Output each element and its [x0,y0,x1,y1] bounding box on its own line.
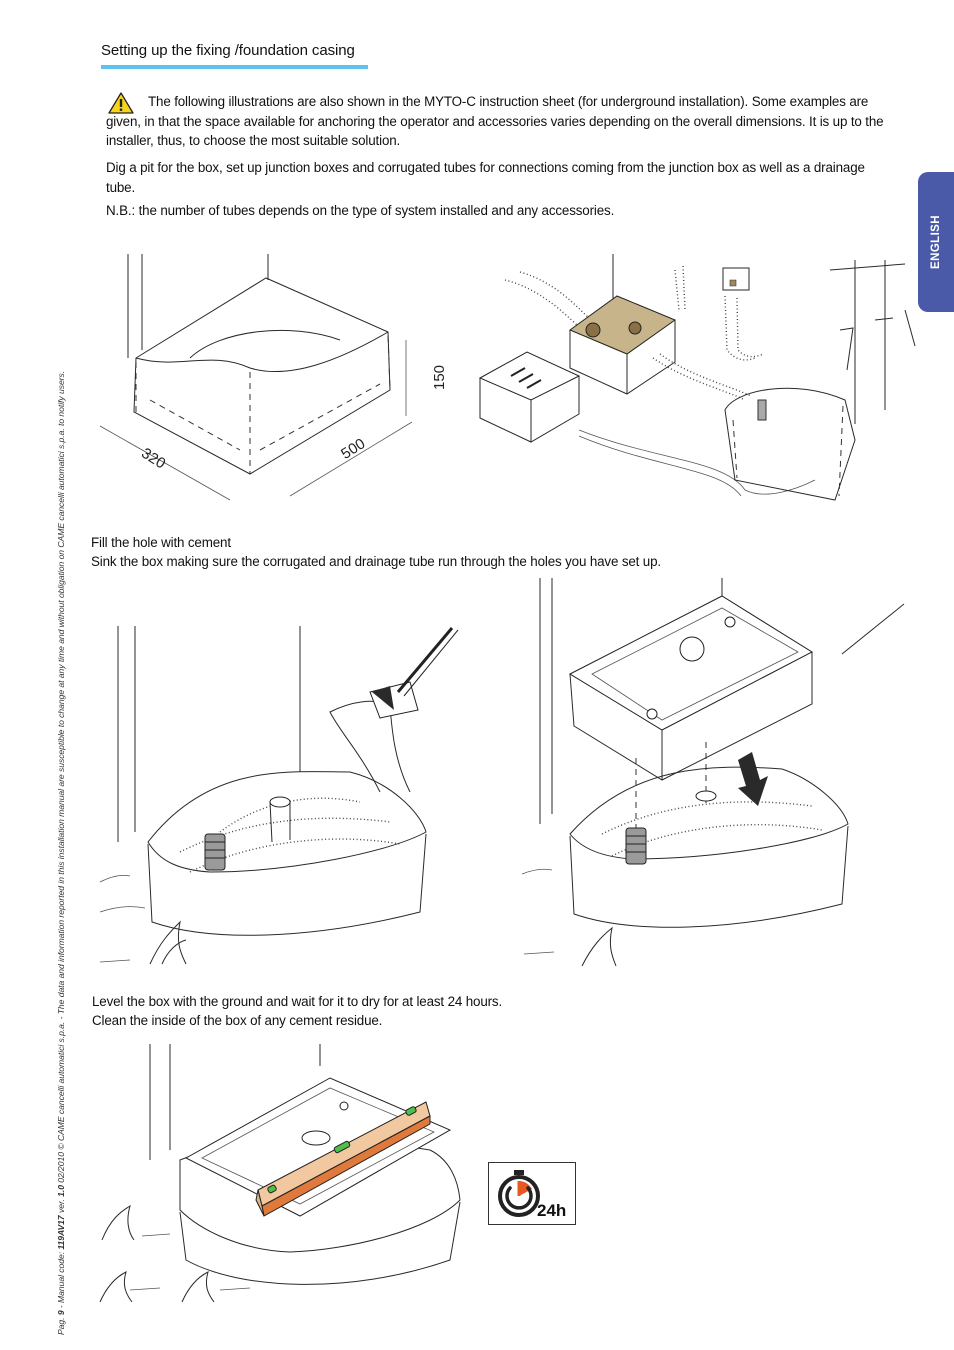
caption-level-box: Level the box with the ground and wait f… [92,994,503,1009]
drain-spring-icon [204,833,226,871]
junction-boxes-illustration [478,254,916,501]
drain-spring-icon [625,827,647,865]
dig-paragraph: Dig a pit for the box, set up junction b… [106,160,865,195]
sink-box-illustration [521,578,905,967]
dim-width-label: 320 [138,445,168,473]
warning-paragraph: The following illustrations are also sho… [106,94,884,148]
title-underline [101,65,368,69]
language-tab-label: ENGLISH [930,215,942,269]
pour-cement-illustration [99,626,459,965]
drying-time-indicator: 24h [488,1162,576,1225]
footer-credits: Pag. 9 - Manual code: 119AV17 ver. 1.0 0… [56,371,66,1335]
footer-date: 02/2010 [56,1152,66,1183]
drying-time-label: 24h [537,1201,567,1220]
warning-triangle-icon [108,92,134,114]
footer-page-number: 9 [56,1310,66,1316]
caption-sink-box: Sink the box making sure the corrugated … [91,554,661,569]
section-title: Setting up the fixing /foundation casing [101,42,355,59]
language-tab: ENGLISH [918,172,954,312]
stopwatch-icon [498,1170,540,1217]
dim-length-label: 500 [338,435,368,463]
note-paragraph: N.B.: the number of tubes depends on the… [106,203,615,218]
footer-pag-label: Pag. [56,1317,66,1335]
dim-depth-label: 150 [431,365,448,390]
caption-fill-hole: Fill the hole with cement [91,535,231,550]
footer-version: 1.0 [56,1185,66,1197]
caption-clean-box: Clean the inside of the box of any cemen… [92,1013,383,1028]
spirit-level-icon [255,1101,431,1217]
pit-dimensions-illustration: 320 500 150 [99,254,448,501]
level-box-illustration [99,1044,461,1303]
footer-copyright: © CAME cancelli automatici s.p.a. - The … [56,370,66,1150]
footer-manual-label: - Manual code: [56,1251,66,1309]
down-arrow-icon [738,752,768,806]
footer-ver-label: ver. [56,1199,66,1214]
footer-manual-code: 119AV17 [56,1215,66,1250]
